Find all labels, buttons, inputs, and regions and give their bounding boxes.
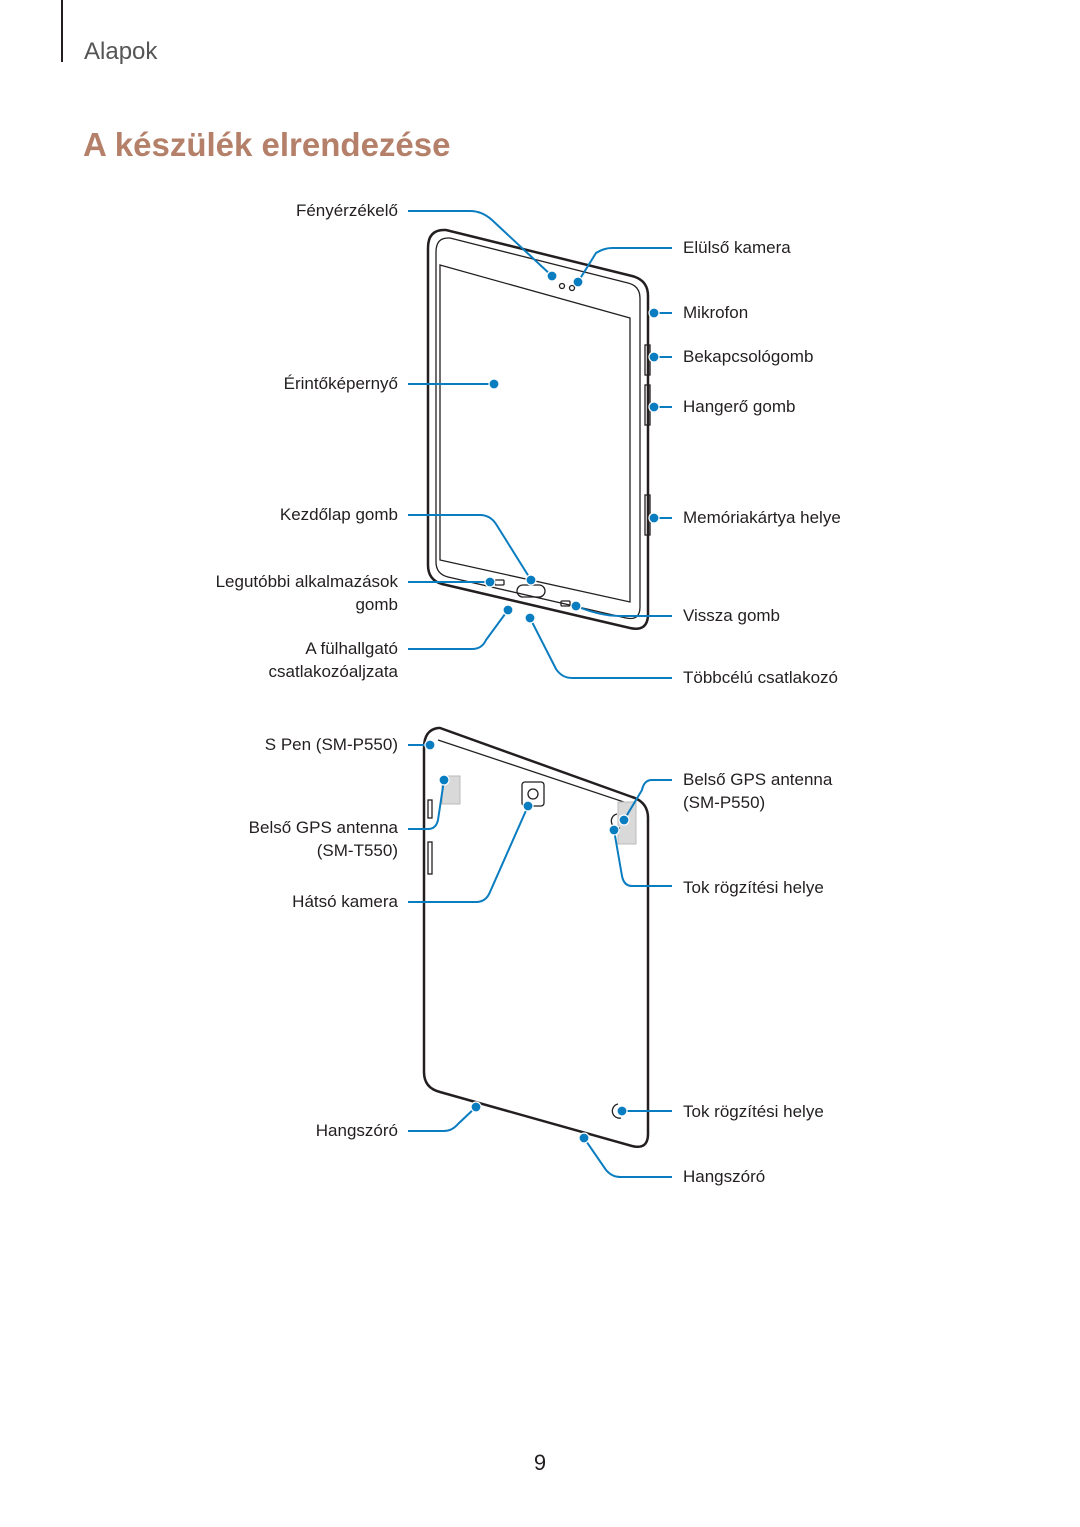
label-speaker-left: Hangszóró — [315, 1121, 398, 1140]
label-gps-left-line2: (SM-T550) — [316, 841, 398, 860]
label-speaker-right: Hangszóró — [683, 1167, 766, 1186]
page-number: 9 — [533, 1450, 547, 1475]
label-headset-jack-line2: csatlakozóaljzata — [268, 662, 398, 681]
label-recent-apps-line2: gomb — [355, 595, 398, 614]
header-rule — [61, 0, 63, 62]
label-rear-camera: Hátsó kamera — [292, 892, 398, 911]
label-recent-apps-line1: Legutóbbi alkalmazások — [215, 572, 398, 591]
label-s-pen: S Pen (SM-P550) — [264, 735, 398, 754]
label-gps-right-line1: Belső GPS antenna — [683, 770, 833, 789]
label-home-button: Kezdőlap gomb — [279, 505, 398, 524]
label-multipurpose-jack: Többcélú csatlakozó — [683, 668, 838, 687]
label-microphone: Mikrofon — [683, 303, 749, 322]
label-volume-button: Hangerő gomb — [683, 397, 796, 416]
label-power-button: Bekapcsológomb — [683, 347, 814, 366]
back-callouts — [408, 739, 672, 1178]
tablet-front-illustration — [426, 228, 651, 630]
label-touchscreen: Érintőképernyő — [283, 374, 398, 393]
page-title: A készülék elrendezése — [83, 126, 451, 163]
front-callouts — [408, 210, 672, 679]
label-memory-card-slot: Memóriakártya helye — [683, 508, 841, 527]
label-gps-left-line1: Belső GPS antenna — [248, 818, 398, 837]
tablet-back-illustration — [422, 726, 650, 1148]
label-gps-right-line2: (SM-P550) — [683, 793, 766, 812]
label-cover-slot-bottom: Tok rögzítési helye — [683, 1102, 824, 1121]
label-headset-jack-line1: A fülhallgató — [305, 639, 398, 658]
label-back-button: Vissza gomb — [683, 606, 781, 625]
label-front-camera: Elülső kamera — [683, 238, 791, 257]
label-light-sensor: Fényérzékelő — [295, 201, 398, 220]
section-title: Alapok — [84, 38, 158, 65]
label-cover-slot-top: Tok rögzítési helye — [683, 878, 824, 897]
